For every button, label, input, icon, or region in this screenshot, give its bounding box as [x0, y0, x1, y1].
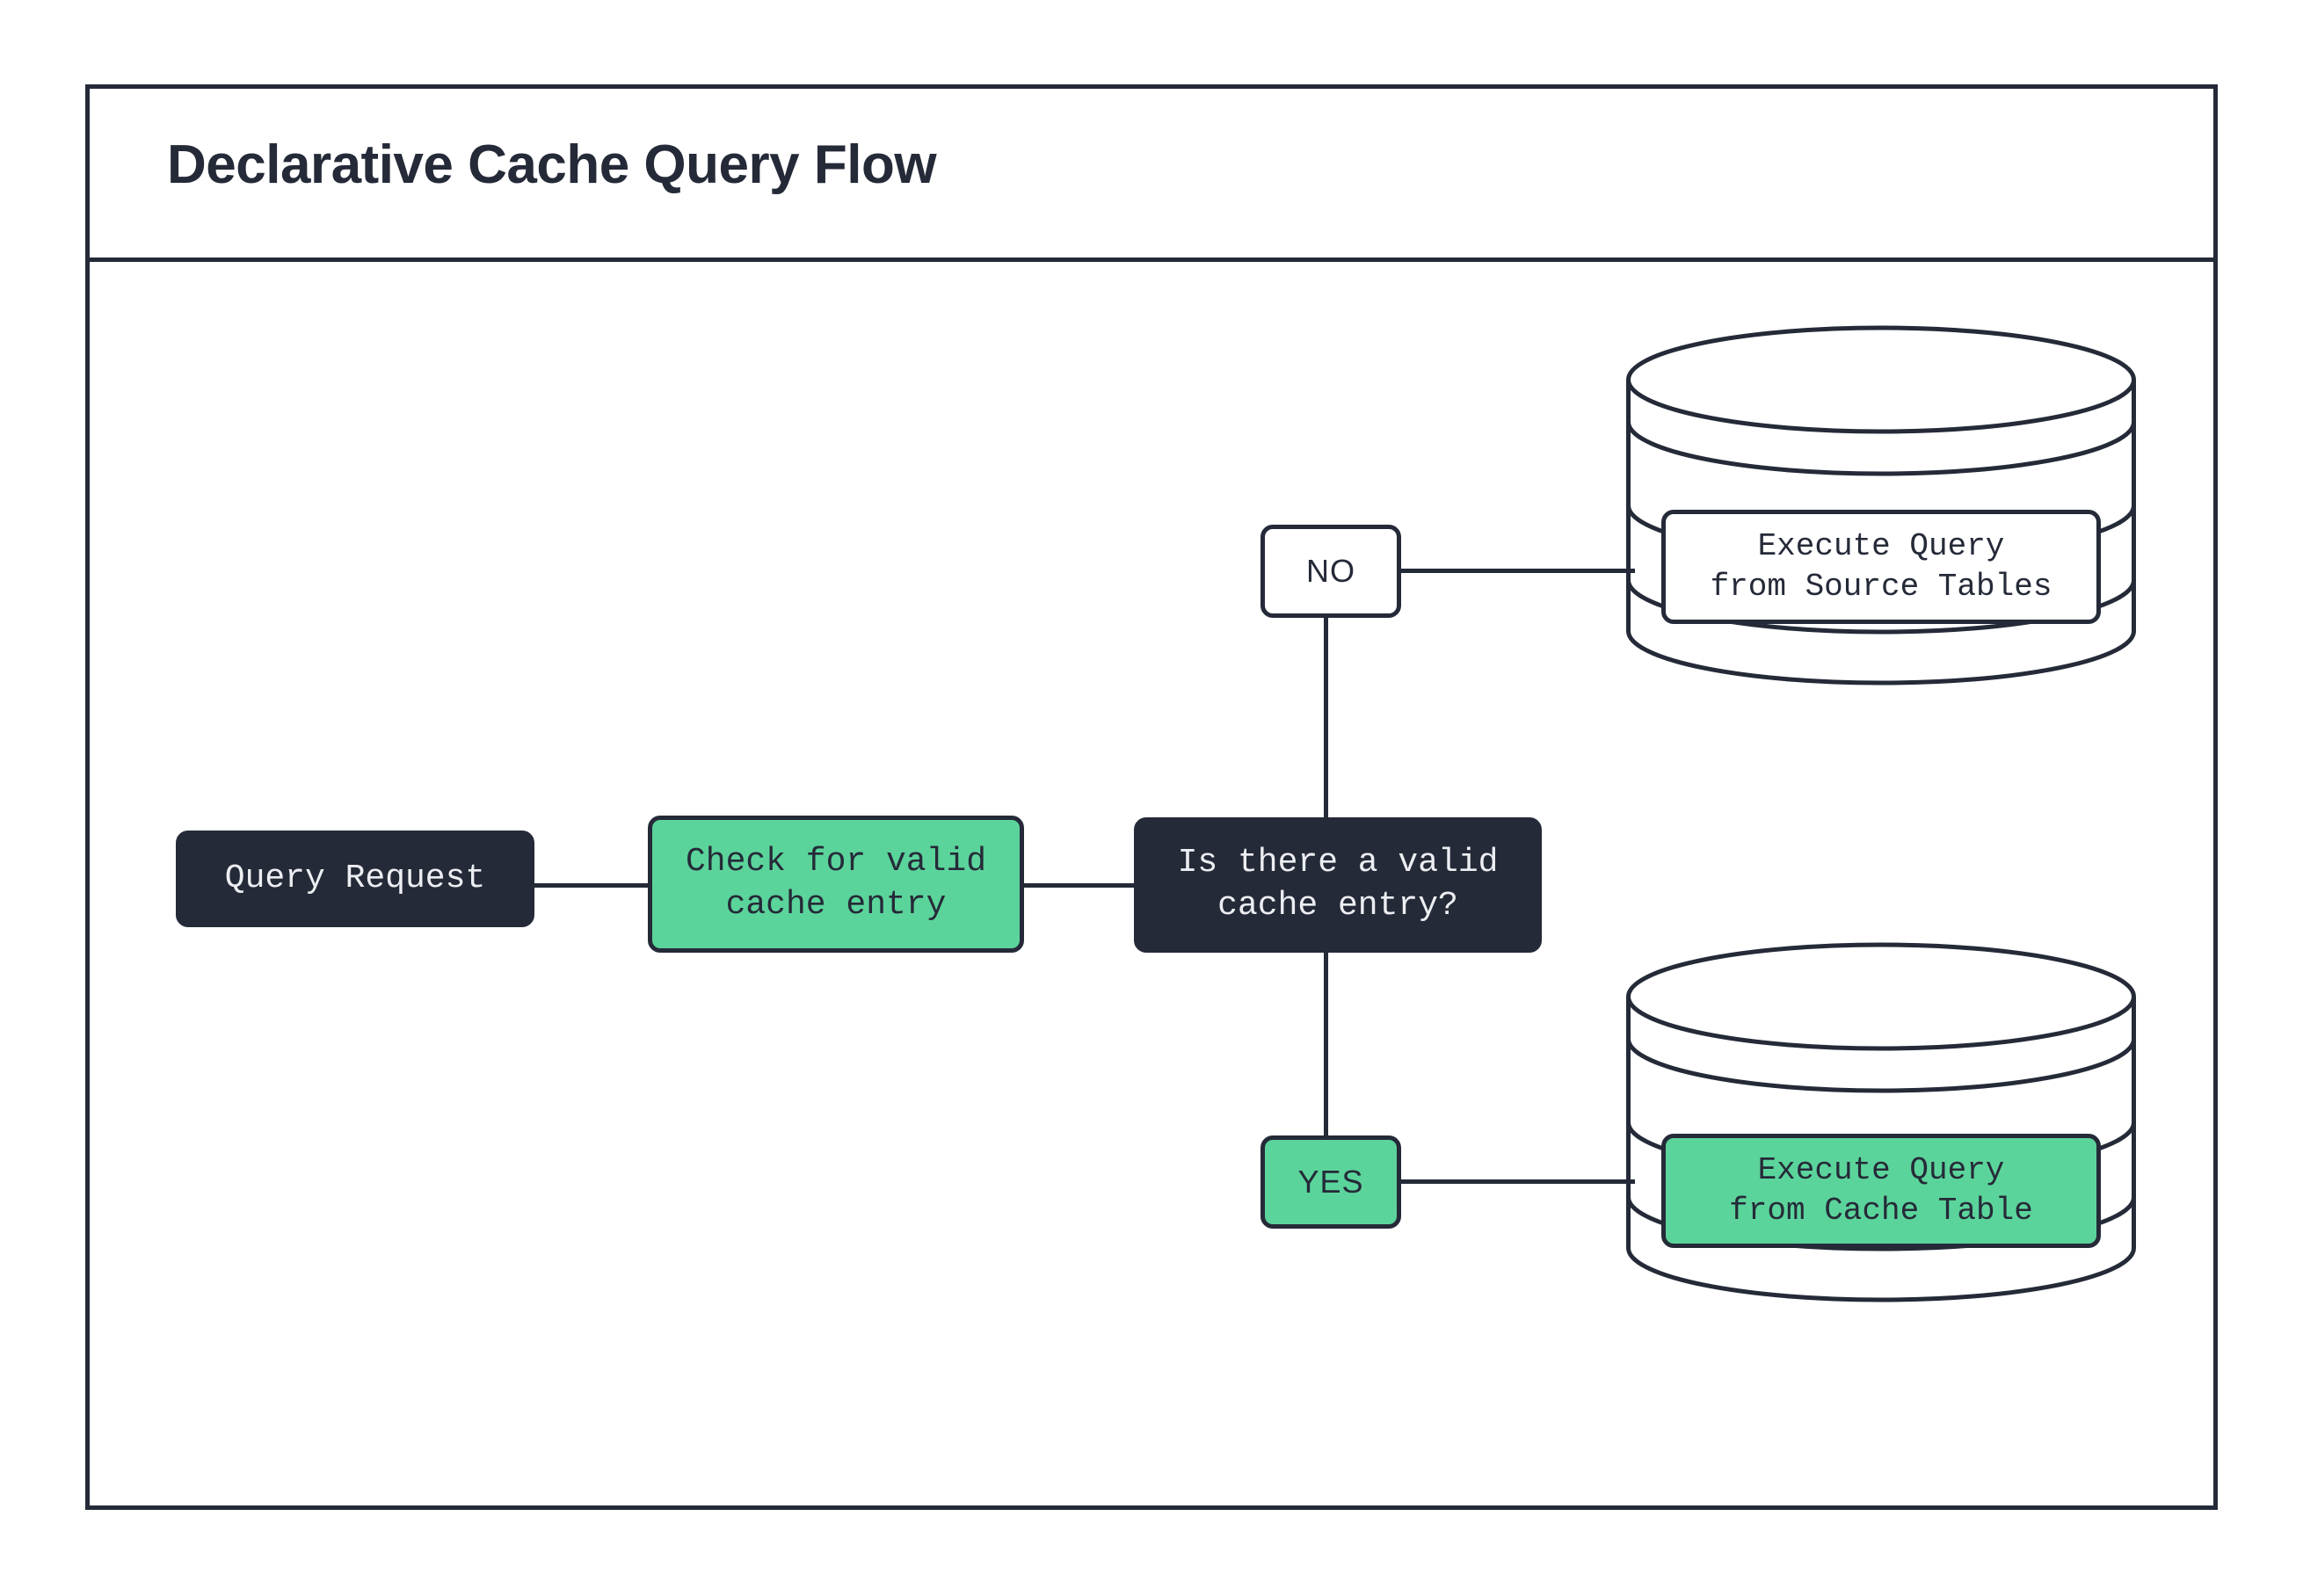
edge-label-yes[interactable]: YES: [1260, 1135, 1401, 1229]
node-execute-query-from-cache-table[interactable]: Execute Query from Cache Table: [1661, 1134, 2101, 1248]
node-check-for-valid-cache-entry[interactable]: Check for valid cache entry: [648, 816, 1024, 953]
edge-label-no[interactable]: NO: [1260, 525, 1401, 618]
edge-no-to-source-database: [1398, 569, 1635, 573]
cache-table-database-cylinder: [1626, 942, 2136, 1302]
page-title: Declarative Cache Query Flow: [167, 134, 937, 195]
diagram-frame: [85, 84, 2218, 1510]
node-is-there-a-valid-cache-entry[interactable]: Is there a valid cache entry?: [1134, 817, 1542, 953]
edge-yes-to-cache-database: [1398, 1179, 1635, 1184]
header-divider: [85, 258, 2218, 262]
node-execute-query-from-source-tables[interactable]: Execute Query from Source Tables: [1661, 510, 2101, 624]
edge-decision-to-no: [1324, 615, 1328, 821]
node-query-request[interactable]: Query Request: [176, 831, 534, 927]
source-tables-database-cylinder: [1626, 325, 2136, 686]
edge-check-cache-to-decision: [1021, 883, 1137, 888]
edge-decision-to-yes: [1324, 949, 1328, 1138]
edge-query-request-to-check-cache: [534, 883, 651, 888]
